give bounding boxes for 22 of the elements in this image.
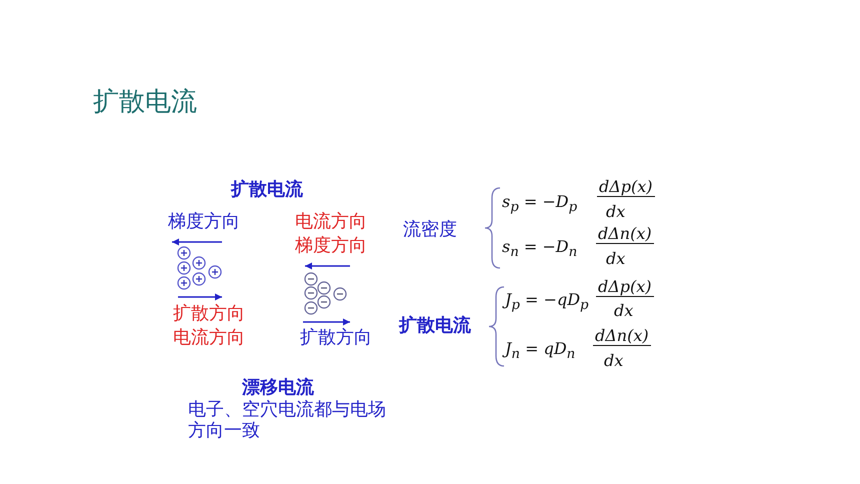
heading: 扩散电流 <box>231 180 303 201</box>
formula-numerator: dΔp(x) <box>597 178 655 198</box>
formula: s$_{p}$ = −D$_{p}$ <box>502 193 578 216</box>
direction-label: 梯度方向 <box>168 212 240 233</box>
title: 扩散电流 <box>93 88 197 118</box>
formula-denominator: dx <box>606 250 626 268</box>
direction-label: 电流方向 <box>295 212 367 233</box>
direction-label: 梯度方向 <box>295 236 367 257</box>
note: 电子、空穴电流都与电场方向一致 <box>188 400 387 442</box>
formula-numerator: dΔp(x) <box>596 278 654 298</box>
direction-label: 扩散方向 <box>173 304 245 325</box>
formula-denominator: dx <box>606 203 626 222</box>
direction-label: 扩散方向 <box>300 328 372 349</box>
formula: s$_{n}$ = −D$_{n}$ <box>502 238 578 260</box>
formula-denominator: dx <box>614 302 634 320</box>
formula-denominator: dx <box>604 352 624 370</box>
formula-label: 流密度 <box>403 220 457 241</box>
direction-label: 电流方向 <box>173 328 245 349</box>
formula-numerator: dΔn(x) <box>593 327 651 346</box>
formula-numerator: dΔn(x) <box>596 225 654 244</box>
heading: 漂移电流 <box>242 378 314 399</box>
formula-label: 扩散电流 <box>399 316 471 337</box>
